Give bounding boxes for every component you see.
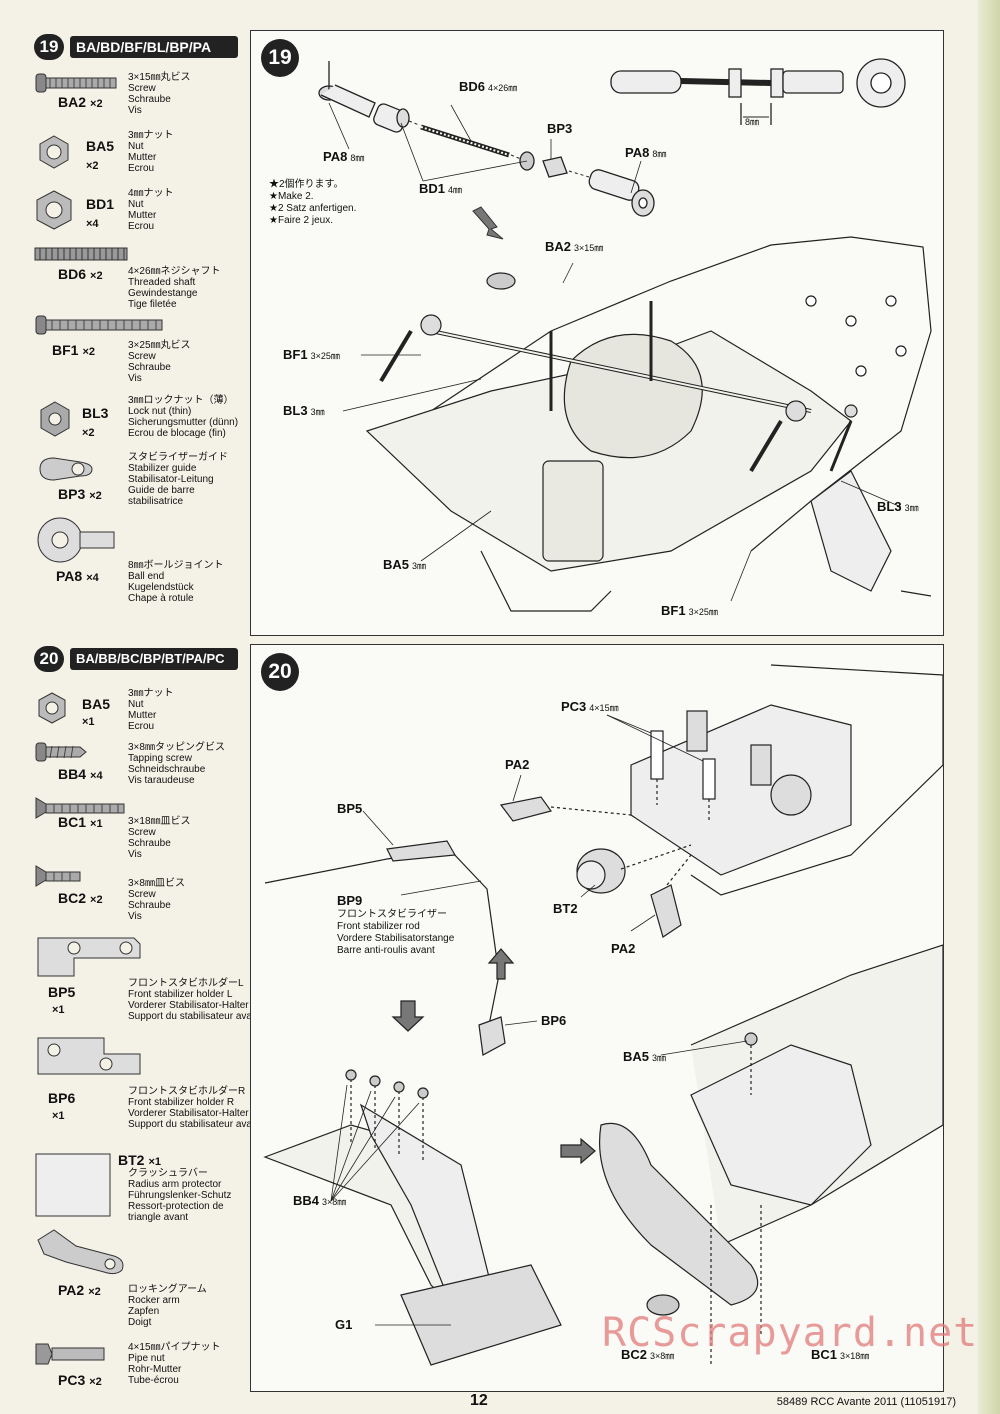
watermark: RCScrapyard.net — [602, 1310, 979, 1356]
label-bt2: BT2 — [553, 901, 578, 916]
holder-plate-icon — [37, 937, 141, 977]
page-edge — [978, 0, 1000, 1414]
label-bp3: BP3 — [547, 121, 573, 136]
label-dimension: 8㎜ — [745, 117, 760, 127]
part-ba5-s20: BA5 ×1 3㎜ナット Nut Mutter Ecrou — [34, 686, 248, 736]
part-bt2: BT2×1 クラッシュラバー Radius arm protector Führ… — [34, 1150, 248, 1223]
part-bp5: BP5 ×1 フロントスタビホルダーL Front stabilizer hol… — [34, 928, 271, 1028]
label-bp5: BP5 — [337, 801, 363, 816]
screw-icon — [35, 315, 163, 335]
part-ba2: BA2×2 3×15㎜丸ビス Screw Schraube Vis — [34, 70, 248, 120]
part-bf1: BF1×2 3×25㎜丸ビス Screw Schraube Vis — [34, 312, 248, 384]
label-g1: G1 — [335, 1317, 353, 1332]
step-20-panel: 20 — [250, 644, 944, 1392]
stabilizer-guide-icon — [39, 457, 93, 481]
page-number: 12 — [470, 1392, 488, 1409]
step-19-drawing — [318, 58, 932, 612]
part-bp3: BP3×2 スタビライザーガイド Stabilizer guide Stabil… — [34, 452, 248, 512]
part-bp6: BP6 ×1 フロントスタビホルダーR Front stabilizer hol… — [34, 1030, 270, 1140]
countersunk-screw-icon — [35, 797, 125, 819]
rubber-block-icon — [35, 1153, 111, 1217]
part-bd1: BD1 ×4 4㎜ナット Nut Mutter Ecrou — [34, 186, 248, 238]
part-bc2: BC2×2 3×8㎜皿ビス Screw Schraube Vis — [34, 864, 248, 924]
label-pa2-top: PA2 — [505, 757, 530, 772]
part-bl3: BL3 ×2 3㎜ロックナット（薄） Lock nut (thin) Siche… — [34, 393, 248, 443]
step-19-panel-number: 19 — [261, 39, 299, 77]
ball-end-icon — [37, 517, 115, 563]
make-two-note: ★2個作ります。★Make 2.★2 Satz anfertigen.★Fair… — [269, 179, 357, 226]
part-pa2: PA2×2 ロッキングアーム Rocker arm Zapfen Doigt — [34, 1226, 248, 1328]
product-code: 58489 RCC Avante 2011 (11051917) — [776, 1396, 956, 1408]
nut-icon — [39, 135, 69, 169]
step-19-parts-tag: BA/BD/BF/BL/BP/PA — [70, 36, 238, 58]
label-pa2-bottom: PA2 — [611, 941, 636, 956]
bp9-description: フロントスタビライザー Front stabilizer rod Vordere… — [337, 909, 455, 956]
pipe-nut-icon — [35, 1343, 105, 1365]
part-ba5: BA5 ×2 3㎜ナット Nut Mutter Ecrou — [34, 128, 248, 180]
tapping-screw-icon — [35, 742, 87, 762]
part-pa8: PA8×4 8㎜ボールジョイント Ball end Kugelendstück … — [34, 514, 248, 604]
nut-icon — [38, 692, 66, 724]
countersunk-screw-icon — [35, 865, 81, 887]
nut-icon — [36, 190, 72, 230]
part-bd6: BD6×2 4×26㎜ネジシャフト Threaded shaft Gewinde… — [34, 244, 248, 310]
step-19-number: 19 — [34, 34, 64, 60]
part-pc3: PC3×2 4×15㎜パイプナット Pipe nut Rohr-Mutter T… — [34, 1340, 248, 1390]
label-bp9: BP9 — [337, 893, 363, 908]
holder-plate-icon — [37, 1037, 141, 1075]
step-20-header: 20 BA/BB/BC/BP/BT/PA/PC — [34, 646, 238, 672]
threaded-shaft-icon — [34, 247, 128, 261]
label-bp6: BP6 — [541, 1013, 567, 1028]
step-19-panel: 19 — [250, 30, 944, 636]
step-20-drawing — [263, 664, 943, 1366]
part-bb4: BB4×4 3×8㎜タッピングビス Tapping screw Schneids… — [34, 740, 248, 792]
step-20-panel-number: 20 — [261, 653, 299, 691]
step-20-parts-tag: BA/BB/BC/BP/BT/PA/PC — [70, 648, 238, 670]
screw-icon — [35, 73, 117, 93]
lock-nut-icon — [40, 401, 70, 437]
step-20-number: 20 — [34, 646, 64, 672]
step-19-header: 19 BA/BD/BF/BL/BP/PA — [34, 34, 238, 60]
part-bc1: BC1×1 3×18㎜皿ビス Screw Schraube Vis — [34, 796, 248, 860]
rocker-arm-icon — [37, 1229, 124, 1275]
